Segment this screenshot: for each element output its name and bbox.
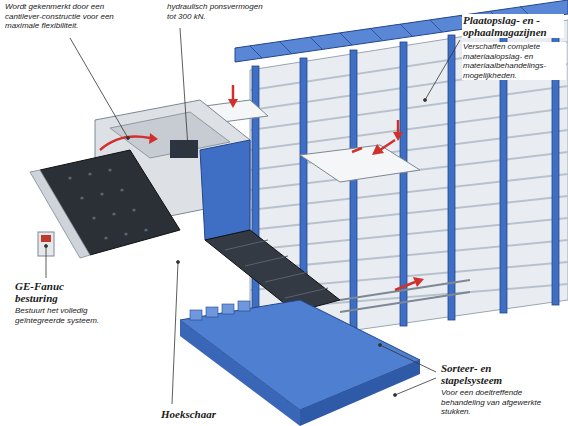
callout-heading: Plaatopslag- en -ophaalmagazijnen: [462, 14, 564, 38]
callout-text: Voor een doeltreffende behandeling van a…: [440, 388, 566, 417]
callout-heading: Hoekschaar: [160, 408, 217, 420]
callout-text: Wordt gekenmerkt door een cantilever-con…: [4, 2, 124, 31]
callout-heading: Sorteer- en stapelsysteem: [440, 362, 538, 386]
callout-text: Bestuurt het volledig geïntegreerde syst…: [14, 306, 126, 325]
callout-text: Verschaffen complete materiaalopslag- en…: [462, 42, 566, 80]
callout-heading: GE-Fanuc besturing: [14, 280, 86, 304]
callout-text: hydraulisch ponsvermogen tot 300 kN.: [166, 2, 268, 21]
